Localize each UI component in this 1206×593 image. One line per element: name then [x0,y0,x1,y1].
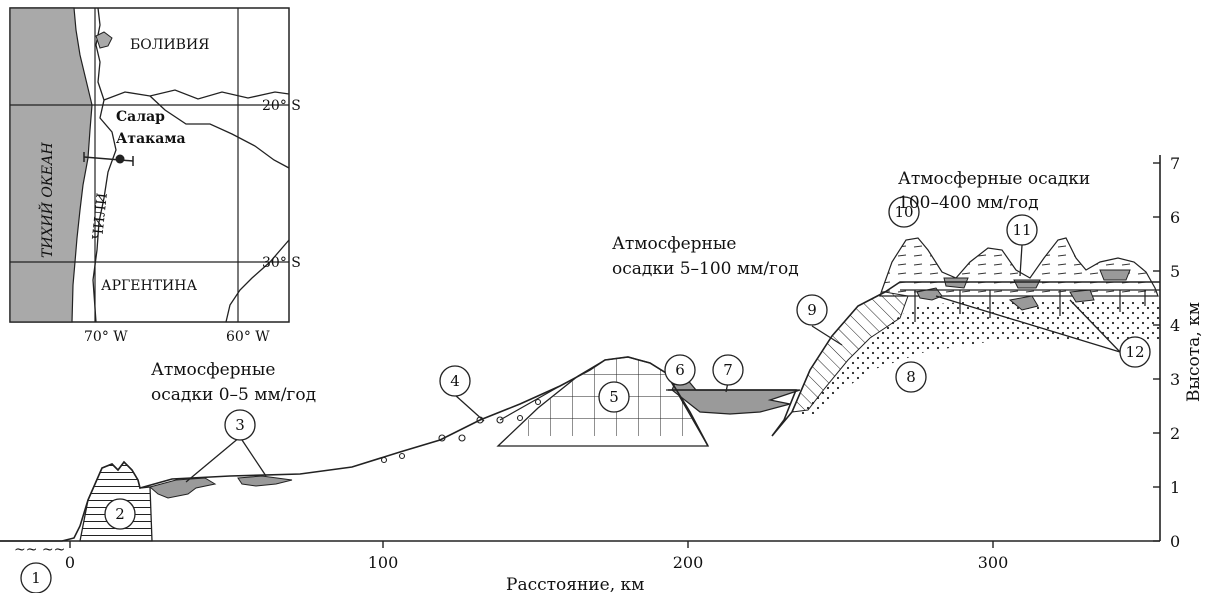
marker-8: 8 [895,361,927,393]
y-tick-label: 4 [1170,316,1180,335]
label-pacific-ocean: ТИХИЙ ОКЕАН [37,141,56,258]
precip-mid-line1: Атмосферные [612,234,736,254]
marker-circle [664,354,696,386]
label-lon-60: 60° W [226,329,270,345]
marker-label: 9 [807,301,817,319]
marker-5: 5 [598,381,630,413]
salar-basin-surface [668,281,1160,437]
marker-circle [104,498,136,530]
marker-3: 3 [224,409,256,441]
marker-circle [20,562,52,593]
x-tick-label: 300 [978,553,1009,572]
label-argentina: АРГЕНТИНА [101,278,197,294]
marker-label: 2 [115,505,125,523]
argentina-north-border [149,95,290,169]
precip-mid-line2: осадки 5–100 мм/год [612,259,799,279]
x-tick-label: 100 [368,553,399,572]
marker-label: 8 [906,368,916,386]
marker-circle [712,354,744,386]
marker-circle [1006,214,1038,246]
plateau-faults [914,290,1146,322]
precip-high-line1: Атмосферные осадки [898,169,1090,189]
marker-label: 5 [609,388,619,406]
salar-basin-floor-line [499,385,561,421]
y-tick-label: 2 [1170,424,1180,443]
marker-label: 10 [894,203,913,221]
marker-circle [888,196,920,228]
x-tick-label: 200 [673,553,704,572]
y-axis-label: Высота, км [1184,302,1204,402]
dotted-sediments [800,302,1160,414]
salar-atacama-dot [115,154,125,164]
marker-11: 11 [1006,214,1038,246]
marker-1: 1 [20,562,52,593]
lake-titicaca [95,31,113,49]
marker-label: 11 [1012,221,1031,239]
marker-2: 2 [104,498,136,530]
y-tick-label: 6 [1170,208,1180,227]
marker-10: 10 [888,196,920,228]
marker-circle [796,294,828,326]
bolivia-border [103,89,290,101]
ocean-wave-marks: ~~ ~~ [14,542,65,558]
label-salar-2: Атакама [116,131,186,147]
y-tick-label: 1 [1170,478,1180,497]
pampa-salt-deposit-1 [148,477,217,499]
altiplano-lagoons [943,269,1131,289]
precip-low-line1: Атмосферные [151,360,275,380]
marker-circle [224,409,256,441]
inset-map: БОЛИВИЯ АРГЕНТИНА ЧИЛИ ТИХИЙ ОКЕАН 20° S… [9,7,301,345]
marker-label: 12 [1125,343,1144,361]
marker-label: 1 [31,569,41,587]
marker-circle [895,361,927,393]
label-bolivia: БОЛИВИЯ [130,37,209,53]
marker-4: 4 [439,365,471,397]
x-axis-label: Расстояние, км [506,575,644,593]
x-tick-label: 0 [65,553,75,572]
pacific-ocean-area [9,7,93,323]
marker-6: 6 [664,354,696,386]
chile-argentina-border [92,7,117,323]
marker-circle [439,365,471,397]
marker-7: 7 [712,354,744,386]
marker-label: 4 [450,372,460,390]
argentina-east-coast [225,239,290,323]
y-tick-label: 7 [1170,154,1180,173]
y-tick-label: 3 [1170,370,1180,389]
section-line [83,156,134,162]
label-lat-30: 30° S [262,255,301,271]
marker-label: 6 [675,361,685,379]
marker-circle [598,381,630,413]
precip-low-line2: осадки 0–5 мм/год [151,385,316,405]
label-lon-70: 70° W [84,329,128,345]
precip-high-line2: 100–400 мм/год [898,193,1039,213]
y-tick-label: 0 [1170,532,1180,551]
marker-9: 9 [796,294,828,326]
label-chile: ЧИЛИ [90,192,111,240]
y-tick-label: 5 [1170,262,1180,281]
label-salar-1: Салар [116,109,165,125]
pampa-salt-deposit-2 [237,475,293,487]
marker-12: 12 [1119,336,1151,368]
label-lat-20: 20° S [262,98,301,114]
marker-circle [1119,336,1151,368]
marker-label: 7 [723,361,733,379]
marker-label: 3 [235,416,245,434]
